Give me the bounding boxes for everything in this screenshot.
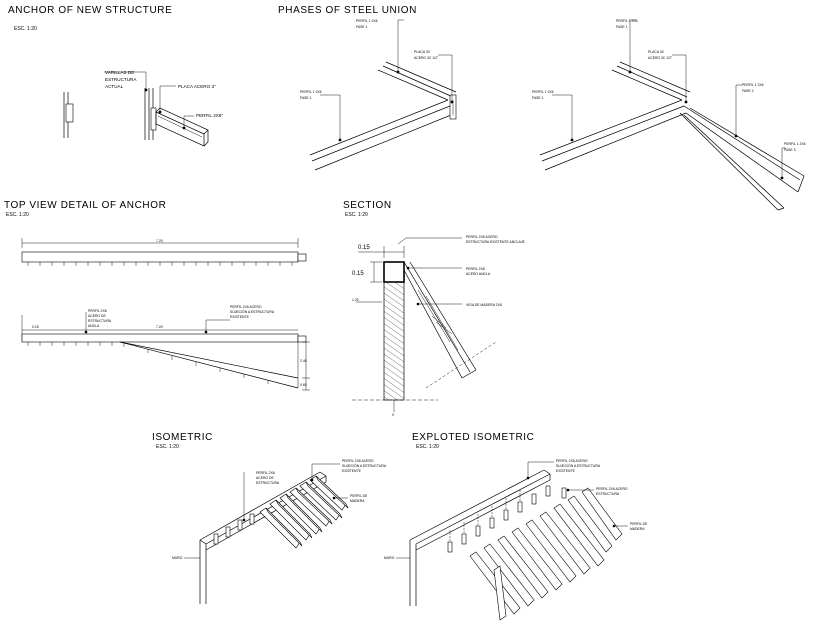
exploded-right-note-1: PERFIL DE	[630, 522, 648, 526]
phase-b-label-4b: FASE 2	[742, 89, 754, 93]
isometric-title: ISOMETRIC	[152, 432, 213, 443]
anchor-rebars-label-3: ACTUAL	[105, 84, 124, 89]
phase-a-label-3b: ACERO 3C 1/2"	[414, 56, 439, 60]
anchor-scale: ESC. 1:20	[14, 26, 37, 32]
topview-section: TOP VIEW DETAIL OF ANCHOR ESC. 1:20 7.20…	[4, 200, 310, 391]
exploded-right-note-2: MADERA	[630, 527, 645, 531]
topview-left-note-2: ACERO DE	[88, 314, 106, 318]
section-note-1a: PERFIL 2X6 ACERO	[466, 235, 498, 239]
isometric-top-note-3: EXISTENTE	[342, 469, 362, 473]
section-scale: ESC. 1:20	[345, 212, 368, 218]
exploded-mid-note-2: ESTRUCTURA	[596, 492, 620, 496]
isometric-side-note: MURO	[172, 556, 183, 560]
phase-b-label-4a: PERFIL 1 2X6	[742, 83, 764, 87]
topview-dim-left: 0.15	[32, 325, 39, 329]
exploded-scale: ESC. 1:20	[416, 444, 439, 450]
phase-b-label-2a: PERFIL 1 2X6	[616, 19, 638, 23]
exploded-top-note-3: EXISTENTE	[556, 469, 576, 473]
anchor-rebars-label-1: VARILLAS DE	[105, 70, 134, 75]
phase-b-label-1a: PERFIL 1 2X6	[532, 90, 554, 94]
anchor-elevation-detail	[63, 92, 74, 138]
topview-right-note-3: EXISTENTE	[230, 315, 250, 319]
phase-b-label-3b: ACERO 3C 1/2"	[648, 56, 673, 60]
phase-b-drawing	[539, 61, 805, 211]
exploded-top-note-2: SUJECIÓN A ESTRUCTURA	[556, 463, 601, 468]
topview-vdim-2: 0.60	[300, 383, 307, 387]
topview-title: TOP VIEW DETAIL OF ANCHOR	[4, 200, 166, 211]
isometric-left-note-3: ESTRUCTURA	[256, 481, 280, 485]
isometric-top-note-2: SUJECIÓN A ESTRUCTURA	[342, 463, 387, 468]
topview-dim-top: 7.20	[156, 239, 163, 243]
phase-b-label-1b: FASE 1	[532, 96, 544, 100]
cut-section: SECTION ESC. 1:20 0 0.15 0.15 1.20	[343, 200, 526, 417]
section-dim-a: 0.15	[358, 245, 370, 251]
isometric-rafters	[259, 475, 349, 549]
isometric-right-note-1: PERFIL DE	[350, 494, 368, 498]
phase-b-label-3a: PLACA 30	[648, 50, 664, 54]
topview-scale: ESC. 1:20	[6, 212, 29, 218]
section-timber	[403, 261, 497, 389]
section-dim-side: 1.20	[352, 298, 359, 302]
isometric-section: ISOMETRIC ESC. 1:20	[152, 432, 387, 604]
topview-dim-bottom: 7.20	[156, 325, 163, 329]
section-note-1b: ESTRUCTURA EXISTENTE ANCLAJE	[466, 240, 526, 244]
phase-a-label-2a: PERFIL 1 2X6	[356, 19, 378, 23]
topview-ticks-top	[27, 262, 293, 266]
topview-left-note-3: ESTRUCTURA	[88, 319, 112, 323]
anchor-section: ANCHOR OF NEW STRUCTURE ESC. 1:20 VARILL…	[8, 5, 223, 147]
section-note-2b: ACERO ANCLA	[466, 272, 491, 276]
anchor-plate-label: PLACA ACERO 3"	[178, 84, 216, 89]
exploded-top-note-1: PERFIL 2X6 ACERO	[556, 459, 588, 463]
topview-left-note-4: ANCLA	[88, 324, 100, 328]
topview-right-note-1: PERFIL 2X6 ACERO	[230, 305, 262, 309]
isometric-anchor-blocks	[213, 513, 255, 545]
topview-vdim-1: 2.40	[300, 359, 307, 363]
isometric-top-note-1: PERFIL 2X6 ACERO	[342, 459, 374, 463]
phase-a-label-1b: FASE 1	[300, 96, 312, 100]
phase-a-label-1a: PERFIL 1 2X6	[300, 90, 322, 94]
section-note-3: VIGA DE MADERA 2X6	[466, 303, 502, 307]
section-anchor-box	[383, 261, 405, 283]
isometric-scale: ESC. 1:20	[156, 444, 179, 450]
phases-title: PHASES OF STEEL UNION	[278, 5, 417, 16]
section-note-2a: PERFIL 2X6	[466, 267, 485, 271]
exploded-section: EXPLOTED ISOMETRIC ESC. 1:20	[384, 432, 648, 621]
exploded-rafters	[469, 487, 623, 621]
anchor-title: ANCHOR OF NEW STRUCTURE	[8, 5, 172, 16]
topview-right-note-2: SUJECIÓN A ESTRUCTURA	[230, 309, 275, 314]
topview-left-note-1: PERFIL 2X6	[88, 309, 107, 313]
topview-ticks-bottom	[27, 342, 269, 384]
isometric-right-note-2: MADERA	[350, 499, 365, 503]
exploded-anchor-blocks	[447, 485, 567, 553]
phase-b-label-5a: PERFIL 1 2X6	[784, 142, 806, 146]
phase-a-label-3a: PLACA 30	[414, 50, 430, 54]
phases-section: PHASES OF STEEL UNION PERFIL 1 2X6 FASE …	[278, 5, 806, 211]
section-dim-b: 0.15	[352, 271, 364, 277]
phase-a-label-2b: FASE 1	[356, 25, 368, 29]
phase-a-drawing	[309, 61, 457, 171]
phase-b-label-5b: FASE 3	[784, 148, 796, 152]
anchor-rebars-label-2: ESTRUCTURA	[105, 77, 137, 82]
isometric-left-note-2: ACERO DE	[256, 476, 274, 480]
exploded-mid-note-1: PERFIL 2X6 ACERO	[596, 487, 628, 491]
exploded-side-note: MURO	[384, 556, 395, 560]
exploded-title: EXPLOTED ISOMETRIC	[412, 432, 535, 443]
isometric-left-note-1: PERFIL 2X6	[256, 471, 275, 475]
phase-b-label-2b: FASE 1	[616, 25, 628, 29]
section-title: SECTION	[343, 200, 392, 211]
anchor-iso-detail	[144, 88, 209, 147]
section-base-mark: 0	[392, 413, 394, 417]
anchor-profile-label: PERFIL 2X6"	[196, 113, 223, 118]
